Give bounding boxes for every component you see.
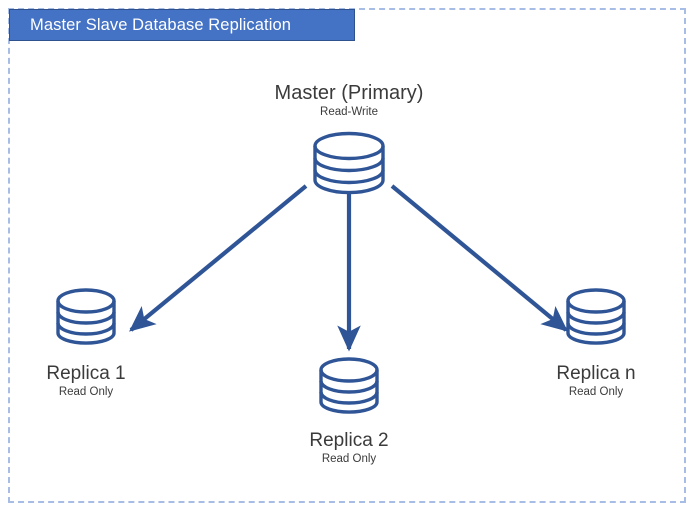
connector-master-to-replica1 — [129, 184, 308, 332]
diagram-title-banner: Master Slave Database Replication — [9, 9, 355, 41]
node-label-replican: Replica n Read Only — [496, 362, 696, 400]
replican-title: Replica n — [556, 363, 636, 384]
master-subtitle: Read-Write — [320, 106, 378, 118]
database-cylinder-icon-replica1 — [56, 288, 116, 345]
replican-subtitle: Read Only — [568, 386, 624, 398]
database-cylinder-icon-replican — [566, 288, 626, 345]
replica2-subtitle: Read Only — [321, 453, 377, 465]
replica1-title: Replica 1 — [46, 363, 126, 384]
node-label-master: Master (Primary) Read-Write — [199, 82, 499, 120]
database-cylinder-icon-replica2 — [319, 357, 379, 414]
connector-master-to-replican — [390, 184, 568, 332]
database-cylinder-icon-master — [313, 131, 385, 195]
node-label-replica2: Replica 2 Read Only — [249, 429, 449, 467]
replica1-subtitle: Read Only — [58, 386, 114, 398]
master-title: Master (Primary) — [274, 82, 424, 104]
replica2-title: Replica 2 — [309, 430, 389, 451]
node-label-replica1: Replica 1 Read Only — [0, 362, 186, 400]
page-title: Master Slave Database Replication — [30, 15, 292, 34]
